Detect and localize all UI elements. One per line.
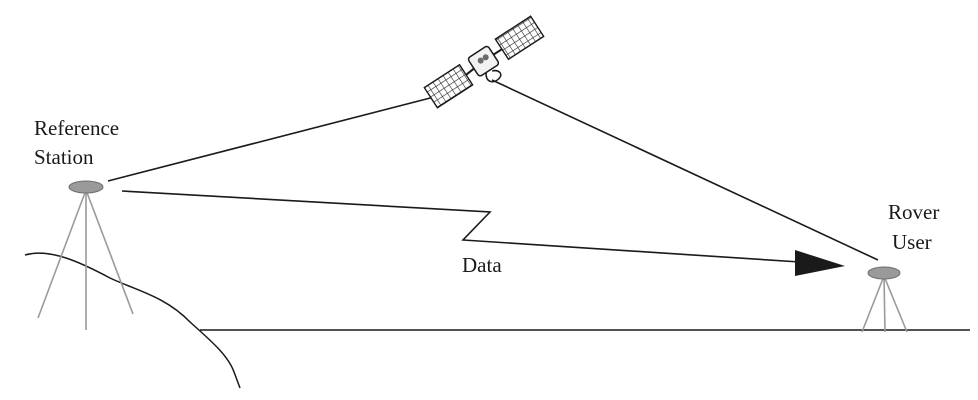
reference-label-line2: Station xyxy=(34,145,94,169)
reference-label-line1: Reference xyxy=(34,116,119,140)
reference-station-tripod xyxy=(37,180,134,330)
signal-line-reference xyxy=(107,95,439,182)
reference-antenna xyxy=(68,180,104,194)
data-link-line xyxy=(121,190,801,263)
rover-tripod xyxy=(861,266,908,333)
signal-line-rover xyxy=(491,79,879,261)
rover-label-line1: Rover xyxy=(888,200,939,224)
satellite-icon xyxy=(423,15,545,109)
rover-label-line2: User xyxy=(892,230,932,254)
terrain-hill xyxy=(24,252,241,389)
rover-antenna xyxy=(867,266,901,280)
data-arrow-head xyxy=(795,250,845,276)
data-label: Data xyxy=(462,253,502,277)
